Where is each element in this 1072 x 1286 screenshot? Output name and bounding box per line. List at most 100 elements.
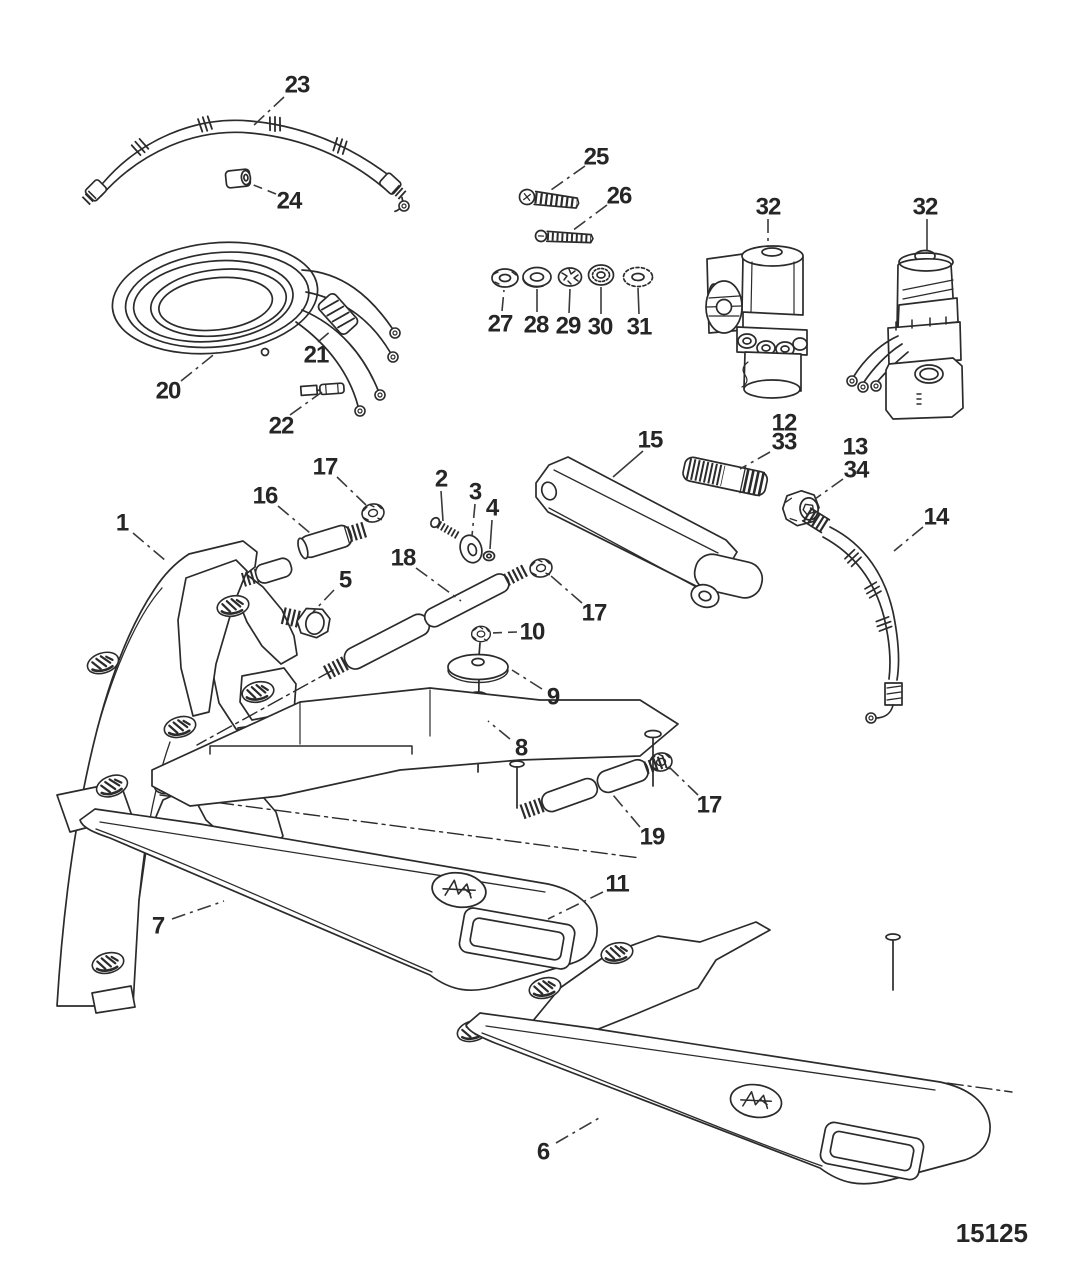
part-washer-27: [491, 268, 519, 288]
part-screw-26: [534, 229, 594, 244]
callout-2: 2: [435, 466, 448, 493]
callout-15: 15: [638, 427, 663, 454]
leader-line-8: [487, 720, 511, 740]
callout-29: 29: [556, 313, 581, 340]
leader-line-34: [814, 478, 844, 500]
part-anchor-pin: [519, 754, 668, 820]
callout-20: 20: [156, 378, 181, 405]
leader-line-33: [739, 451, 771, 470]
leader-line-15: [612, 450, 644, 478]
callout-16: 16: [253, 483, 278, 510]
part-locknut-17a: [359, 501, 387, 525]
leader-line-20: [180, 351, 218, 382]
callout-12: 12: [772, 410, 797, 437]
callout-33: 33: [772, 429, 797, 456]
callout-34: 34: [844, 457, 870, 484]
callout-19: 19: [640, 824, 665, 851]
part-pump-motor-left: [705, 245, 808, 399]
callout-30: 30: [588, 314, 613, 341]
callout-14: 14: [924, 504, 950, 531]
part-anode-plate-upper: [79, 669, 679, 992]
part-harness: [81, 115, 410, 213]
part-washer-28: [522, 266, 552, 288]
callout-22: 22: [269, 413, 294, 440]
callout-9: 9: [547, 684, 560, 711]
callout-8: 8: [515, 735, 528, 762]
plate-pocket-insert: [819, 1121, 925, 1181]
drawing-number: 15125: [956, 1218, 1028, 1248]
callout-17: 17: [313, 454, 338, 481]
callout-24: 24: [277, 188, 303, 215]
part-harness-sleeve: [317, 292, 359, 336]
leader-line-6: [555, 1117, 600, 1144]
part-washer-3: [459, 534, 483, 564]
leader-line-7: [171, 900, 225, 920]
leader-line-17: [550, 575, 583, 604]
callout-4: 4: [486, 495, 500, 522]
part-anode-plate-lower: [453, 921, 1013, 1185]
leader-line-19: [612, 794, 641, 828]
leader-line-31: [637, 287, 640, 315]
callout-13: 13: [843, 434, 868, 461]
callout-18: 18: [391, 545, 416, 572]
leader-line-23: [252, 96, 285, 127]
leader-line-18: [415, 567, 462, 602]
leader-line-5: [312, 589, 335, 613]
callout-1: 1: [116, 510, 129, 537]
part-fill-plug: [280, 607, 331, 639]
callout-25: 25: [584, 144, 609, 171]
leader-line-3: [471, 503, 476, 537]
part-nut-4: [482, 550, 496, 562]
leader-line-10: [491, 631, 518, 634]
part-pivot-pin-lower: [240, 557, 293, 587]
part-pump-motor-right: [846, 249, 964, 420]
callout-31: 31: [627, 314, 652, 341]
leader-line-21: [317, 329, 333, 343]
callout-17: 17: [582, 600, 607, 627]
callout-17: 17: [697, 792, 722, 819]
callout-5: 5: [339, 567, 352, 594]
callout-10: 10: [520, 619, 545, 646]
callout-7: 7: [152, 913, 165, 940]
leader-line-17: [666, 764, 699, 796]
leader-line-14: [893, 526, 924, 552]
leader-line-27: [501, 289, 505, 312]
callout-23: 23: [285, 72, 310, 99]
callout-28: 28: [524, 312, 549, 339]
part-washer-9: [447, 653, 509, 684]
part-lockwasher-29: [557, 267, 583, 287]
leader-line-2: [440, 490, 444, 522]
leader-line-16: [277, 505, 311, 534]
leader-line-22: [289, 391, 323, 416]
part-bullet-connector: [299, 382, 345, 397]
part-spacer-nut: [224, 168, 252, 189]
leader-line-4: [489, 519, 493, 550]
leader-line-17: [336, 476, 367, 506]
leader-line-24: [250, 183, 277, 195]
part-fitting: [682, 456, 769, 497]
callout-6: 6: [537, 1139, 550, 1166]
leader-line-29: [568, 288, 571, 314]
plate-pocket-insert: [458, 907, 576, 970]
part-washer-31: [622, 266, 654, 288]
leader-line-25: [550, 165, 586, 191]
part-locknut-17b: [527, 556, 555, 580]
callout-32: 32: [913, 194, 938, 221]
leader-line-9: [511, 669, 543, 690]
part-nut-10: [470, 625, 492, 643]
leader-line-26: [571, 204, 608, 232]
leader-line-11: [547, 891, 604, 920]
callout-27: 27: [488, 311, 513, 338]
callout-11: 11: [605, 871, 629, 898]
part-pivot-pin-upper: [297, 521, 369, 560]
part-screw-2: [430, 516, 460, 539]
callout-21: 21: [304, 342, 329, 369]
part-trim-cylinder: [535, 456, 764, 609]
callout-3: 3: [469, 479, 482, 506]
part-hose: [801, 507, 903, 724]
part-screw-25: [518, 188, 580, 209]
part-tilt-rod: [323, 563, 531, 680]
